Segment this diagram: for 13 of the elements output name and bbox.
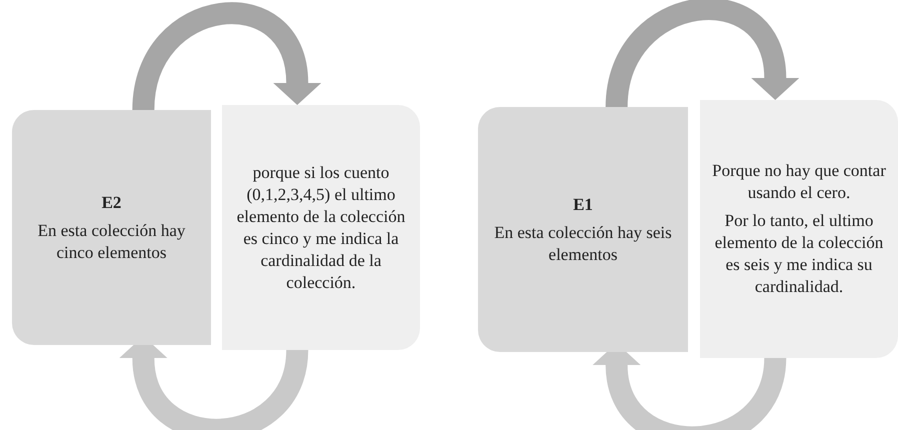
student-label: E2 (102, 192, 122, 214)
curved-arrow (132, 2, 322, 112)
box-text: En esta colección hay cinco elementos (36, 220, 186, 264)
statement-box (478, 107, 688, 352)
statement-box (12, 110, 211, 345)
box-text: Porque no hay que contar usando el cero. (711, 160, 887, 204)
box-text: porque si los cuento (0,1,2,3,4,5) el ultimo elemento de la colección es cinco y me indica la cardinalidad de la colección. (236, 162, 406, 294)
box-text: Por lo tanto, el ultimo elemento de la colección es seis y me indica su cardinalidad. (714, 210, 884, 298)
explanation-box (222, 105, 420, 350)
explanation-box (700, 100, 898, 358)
curved-arrow (606, 0, 800, 108)
student-label: E1 (573, 194, 593, 216)
box-text: En esta colección hay seis elementos (493, 222, 673, 266)
